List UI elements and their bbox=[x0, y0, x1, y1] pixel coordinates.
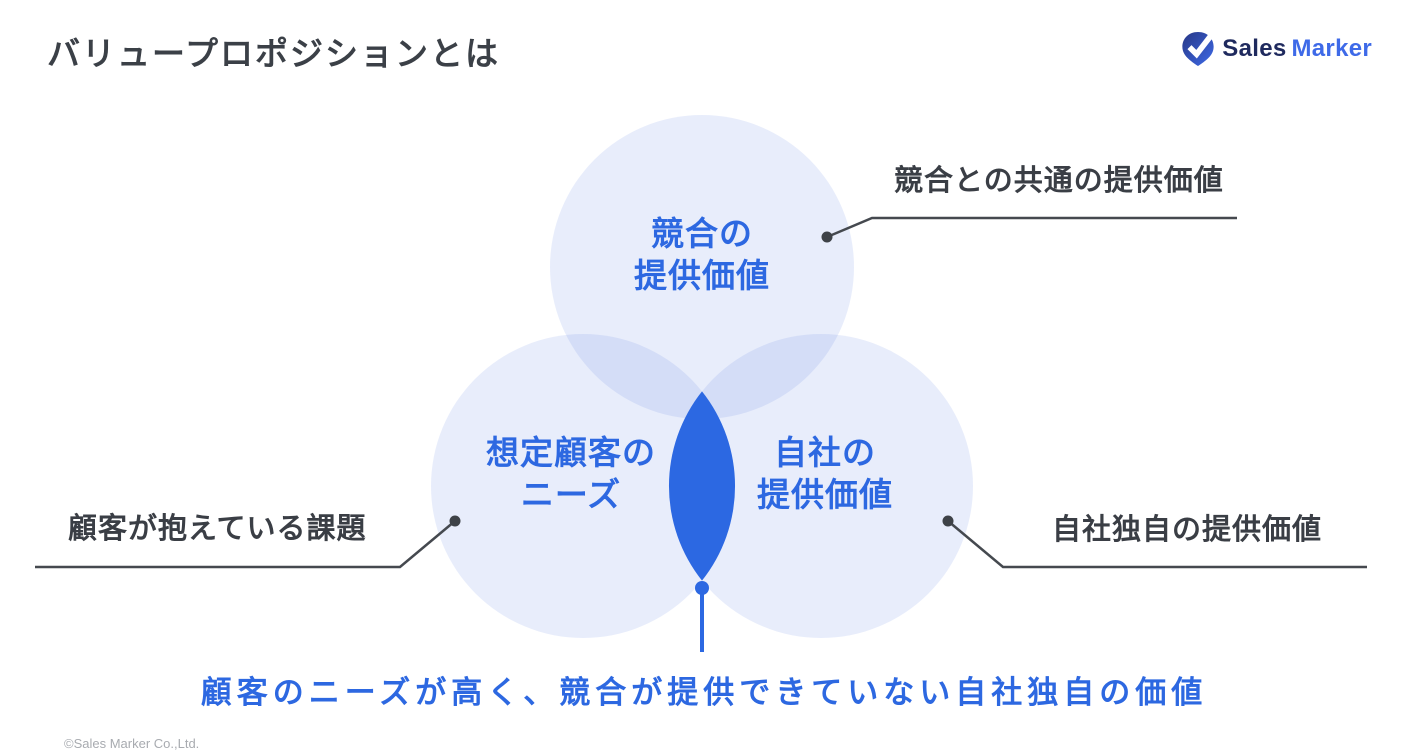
leader-dot-left bbox=[449, 515, 461, 527]
leader-dot-right bbox=[942, 515, 954, 527]
circle-label-line: 提供価値 bbox=[634, 257, 770, 294]
callout-unique-value: 自社独自の提供価値 bbox=[1052, 514, 1323, 546]
circle-customer-needs bbox=[431, 334, 735, 638]
page-title: バリュープロポジションとは bbox=[47, 35, 501, 72]
circle-label-line: 想定顧客の bbox=[486, 434, 656, 471]
map-pin-check-icon bbox=[1180, 30, 1216, 68]
circle-label-line: ニーズ bbox=[520, 476, 622, 513]
callout-shared-value: 競合との共通の提供価値 bbox=[894, 165, 1224, 197]
leader-left bbox=[35, 520, 456, 569]
circle-label-line: 自社の bbox=[774, 434, 876, 471]
brand-word-sales: Sales bbox=[1222, 35, 1287, 62]
circle-label-line: 提供価値 bbox=[757, 476, 893, 513]
conclusion-text: 顧客のニーズが高く、競合が提供できていない自社独自の価値 bbox=[200, 675, 1208, 710]
circle-label-own-value: 自社の 提供価値 bbox=[655, 432, 995, 516]
callout-customer-problem: 顧客が抱えている課題 bbox=[68, 513, 367, 545]
leader-right bbox=[947, 520, 1367, 569]
circle-label-competitor-value: 競合の 提供価値 bbox=[542, 213, 862, 297]
circle-own-value bbox=[669, 334, 973, 638]
leader-top-right bbox=[826, 216, 1237, 239]
intersection-lens bbox=[668, 391, 736, 581]
leader-dot-top-right bbox=[821, 231, 833, 243]
brand-word-marker: Marker bbox=[1291, 35, 1372, 62]
copyright-text: ©Sales Marker Co.,Ltd. bbox=[64, 736, 200, 751]
leader-dot-conclusion bbox=[695, 581, 709, 595]
circle-label-line: 競合の bbox=[651, 215, 753, 252]
circle-competitor-value bbox=[550, 115, 854, 419]
circle-label-customer-needs: 想定顧客の ニーズ bbox=[401, 432, 741, 516]
